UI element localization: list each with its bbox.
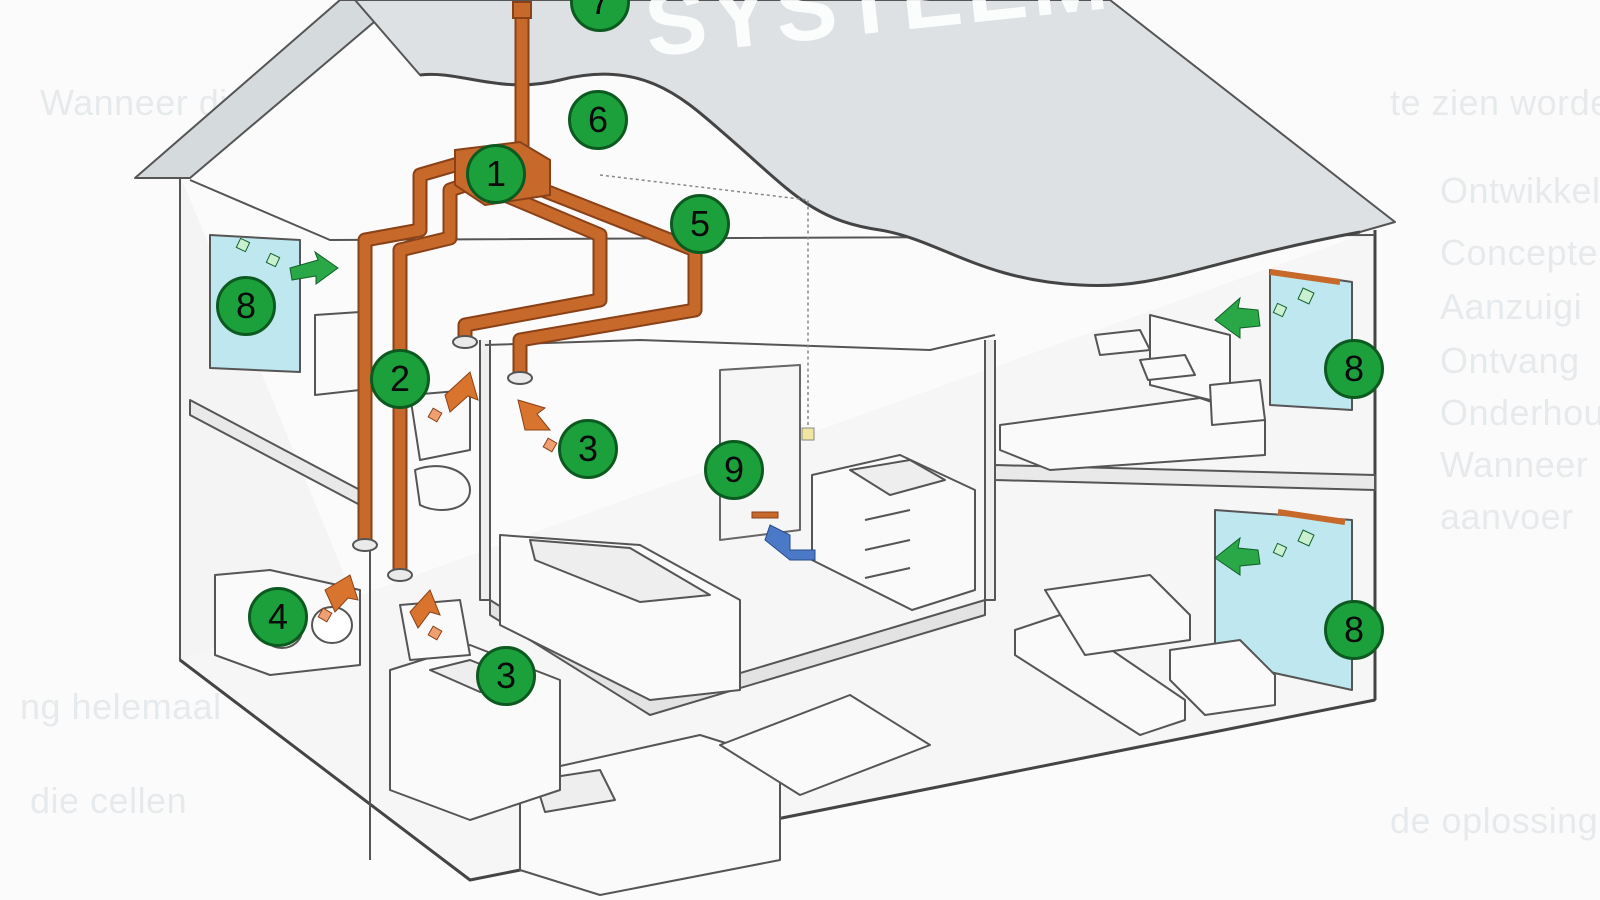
background-text-line: de oplossing [1390, 800, 1599, 841]
exhaust-air-particle [542, 437, 558, 453]
exhaust-air-particle [427, 625, 443, 641]
pillow [1094, 329, 1151, 356]
sink-basin [849, 459, 946, 496]
marker-1: 1 [466, 144, 526, 204]
duct-branch-bath [459, 189, 606, 346]
partition-wall-center [479, 340, 491, 601]
partition-wall-right [984, 340, 996, 601]
roof-left-slope [134, 0, 401, 179]
background-text-line: Onderhou [1440, 392, 1600, 433]
exhaust-air-particle [317, 607, 333, 623]
house-floor-bottom [179, 658, 1376, 882]
background-text-line: aanvoer [1440, 496, 1574, 537]
exhaust-valve [507, 371, 533, 385]
exhaust-valve [452, 335, 478, 349]
supply-air-particle [1297, 287, 1315, 305]
roof-cut-edge [419, 72, 1361, 288]
supply-arrow [289, 250, 339, 285]
supply-air-particle [265, 252, 281, 268]
background-text-line: die cellen [30, 780, 188, 821]
exhaust-arrow [444, 371, 479, 413]
marker-2: 2 [370, 349, 430, 409]
supply-arrow [1214, 296, 1261, 339]
duct-branch-kitchen [514, 179, 701, 381]
background-text-line: ng helemaal [20, 686, 222, 727]
exhaust-arrow [324, 574, 359, 613]
marker-3-bathroom: 3 [558, 419, 618, 479]
ceiling-sensor [801, 427, 815, 441]
marker-5: 5 [670, 194, 730, 254]
marker-8-upper-left: 8 [216, 276, 276, 336]
footstool [1169, 639, 1276, 716]
dryer-door [311, 606, 353, 644]
pillow [1139, 354, 1196, 381]
overflow-air-arrow [764, 524, 816, 561]
duct-riser-left [359, 156, 471, 546]
marker-8-upper-right: 8 [1324, 339, 1384, 399]
window-grille [1269, 269, 1341, 285]
marker-8-lower-right: 8 [1324, 600, 1384, 660]
background-text-line: Ontwikkel [1440, 170, 1600, 211]
exhaust-valve [352, 538, 378, 552]
supply-air-particle [1272, 542, 1288, 558]
background-text-line: Concepte [1440, 232, 1599, 273]
exhaust-arrow [409, 589, 441, 629]
bathtub-inner [529, 539, 711, 603]
roof-vent-cap [512, 1, 532, 19]
bed-sidetable [1209, 379, 1266, 426]
background-text-line: Ontvang [1440, 340, 1580, 381]
marker-4: 4 [248, 587, 308, 647]
marker-3-kitchen: 3 [476, 646, 536, 706]
background-text-line: Wanneer [1440, 444, 1589, 485]
toilet-bowl [414, 465, 471, 511]
supply-air-particle [235, 237, 251, 253]
cabinet-drawers [864, 509, 911, 579]
boiler-unit [314, 311, 361, 396]
armchair [1044, 574, 1191, 656]
ceiling-beam [484, 334, 996, 351]
exhaust-air-particle [427, 407, 443, 423]
background-text-line: Aanzuigi [1440, 286, 1583, 327]
marker-6: 6 [568, 90, 628, 150]
exhaust-arrow [517, 399, 552, 431]
kitchen-table [719, 694, 931, 796]
exhaust-valve [387, 568, 413, 582]
supply-air-particle [1272, 302, 1288, 318]
marker-9: 9 [704, 440, 764, 500]
window-grille [1277, 509, 1346, 525]
supply-arrow [1214, 536, 1261, 576]
supply-air-particle [1297, 529, 1315, 547]
door-grille [751, 511, 779, 519]
background-text-line: te zien worden [1390, 82, 1600, 123]
